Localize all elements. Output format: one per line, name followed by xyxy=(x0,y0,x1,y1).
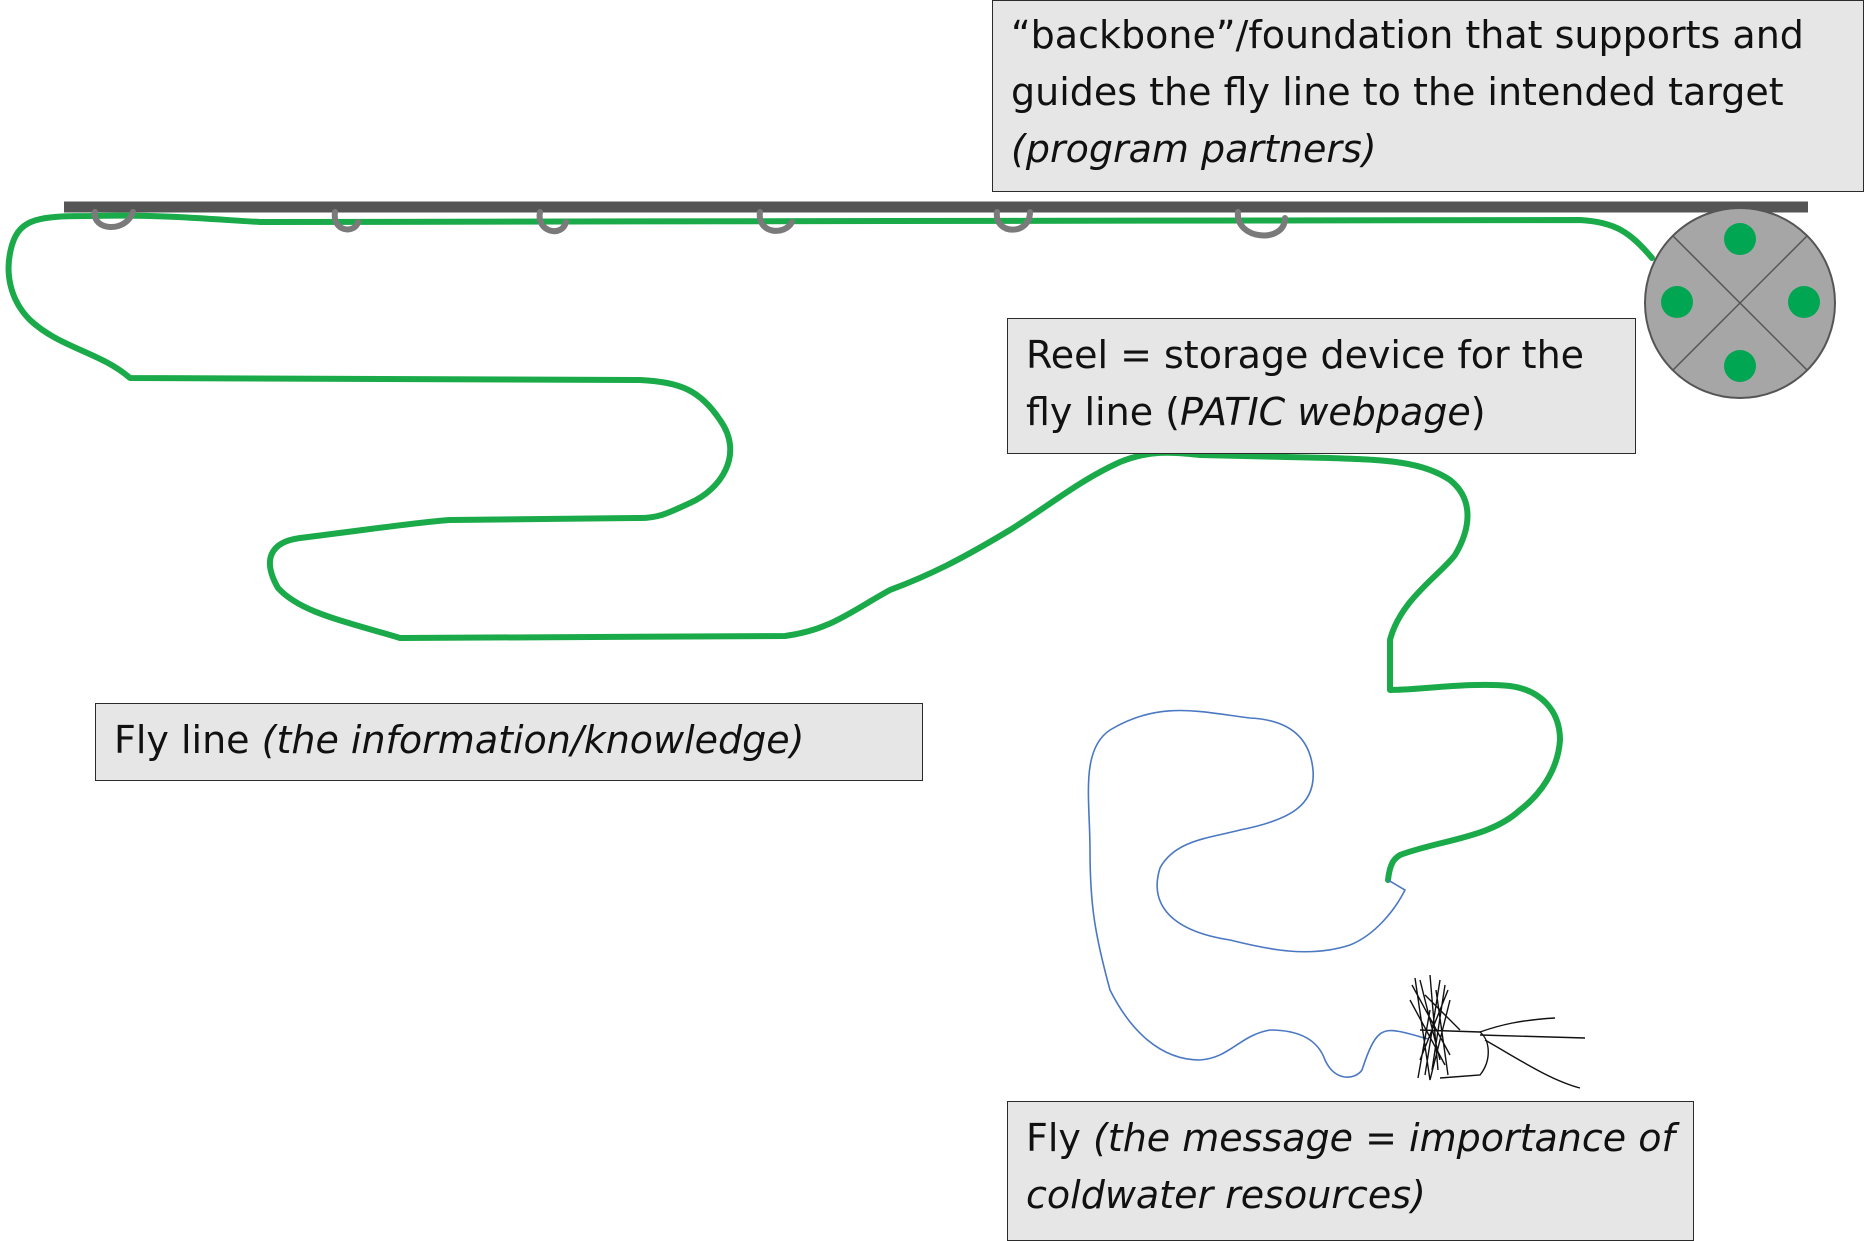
fly-line-label-box: Fly line (the information/knowledge) xyxy=(95,703,923,781)
fly-line xyxy=(5,212,1655,883)
fly-line-label-plain: Fly line xyxy=(114,718,262,762)
line-guides xyxy=(91,209,1288,239)
reel-label-line1: Reel = storage device for the xyxy=(1026,333,1585,377)
fly-label-box: Fly (the message = importance of coldwat… xyxy=(1007,1101,1694,1241)
line-guide-icon xyxy=(993,209,1033,233)
line-guide-icon xyxy=(1234,209,1288,239)
reel-label-prefix: fly line ( xyxy=(1026,390,1180,434)
fly-label-plain: Fly xyxy=(1026,1116,1093,1160)
fly-lure-icon xyxy=(1409,974,1586,1089)
fly-label-line1: Fly (the message = importance of xyxy=(1026,1110,1675,1167)
line-guide-icon xyxy=(331,209,361,233)
fly-label-italic-2: coldwater resources) xyxy=(1026,1173,1426,1217)
fly-line-label-italic: (the information/knowledge) xyxy=(261,718,805,762)
reel-label-box: Reel = storage device for the fly line (… xyxy=(1007,318,1636,454)
line-guide-icon xyxy=(756,209,795,234)
rod-label-line2: guides the fly line to the intended targ… xyxy=(1011,70,1784,114)
reel-label-line2: fly line (PATIC webpage) xyxy=(1026,384,1617,441)
leader-line xyxy=(1087,709,1429,1078)
reel-label-suffix: ) xyxy=(1470,390,1486,434)
line-guide-icon xyxy=(536,209,569,235)
rod-label-line3: (program partners) xyxy=(1011,121,1845,178)
rod-label-italic: (program partners) xyxy=(1011,127,1377,171)
line-guide-icon xyxy=(91,209,136,230)
rod-label-line1: “backbone”/foundation that supports and xyxy=(1011,13,1804,57)
fly-label-italic-1: (the message = importance of xyxy=(1092,1116,1675,1160)
reel-label-italic: PATIC webpage xyxy=(1180,390,1471,434)
fly-label-line2: coldwater resources) xyxy=(1026,1167,1675,1224)
rod-label-box: “backbone”/foundation that supports and … xyxy=(992,0,1864,192)
reel-icon xyxy=(1644,207,1836,399)
